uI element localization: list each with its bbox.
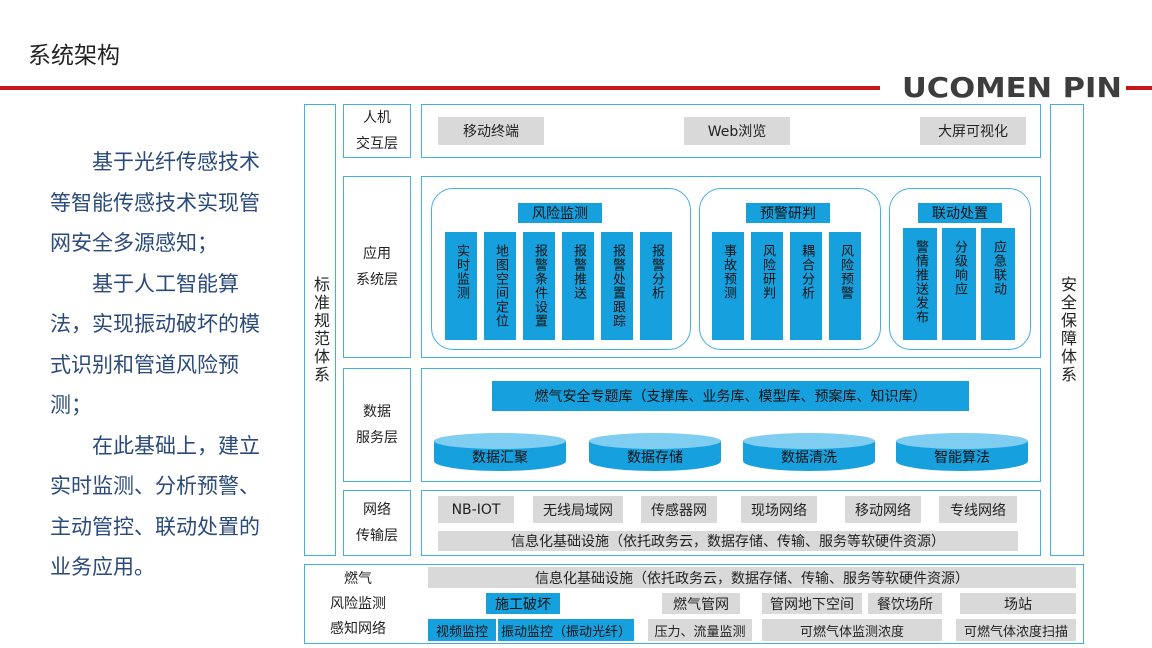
data-cylinder-top	[434, 433, 566, 449]
hci-item: 移动终端	[438, 117, 544, 145]
data-cylinder: 数据汇聚	[434, 433, 566, 471]
data-cylinder-label: 数据清洗	[781, 450, 837, 466]
early-warning-item-text: 耦合分析	[799, 244, 814, 300]
risk-monitoring-item: 报警推送	[562, 232, 594, 340]
page-title: 系统架构	[28, 43, 120, 69]
data-cylinder-label: 数据汇聚	[472, 450, 528, 466]
data-cylinder-label: 数据存储	[627, 450, 683, 466]
linkage-disposal-item: 分级响应	[942, 228, 976, 340]
linkage-disposal-item: 警情推送发布	[903, 228, 937, 340]
data-cylinder: 数据清洗	[743, 433, 875, 471]
app-layer-label-line: 应用	[363, 246, 391, 262]
underground-space-chip: 管网地下空间	[762, 593, 862, 614]
sensing-network-label: 燃气 风险监测 感知网络	[312, 566, 404, 642]
data-layer-label-line: 服务层	[356, 430, 398, 446]
station-chip: 场站	[960, 593, 1076, 614]
intro-paragraph: 基于人工智能算法，实现振动破坏的模式识别和管道风险预测；	[50, 271, 260, 418]
brand-logo-text: UCOMEN PIN	[902, 71, 1122, 104]
security-system-label: 安全保障体系	[1058, 276, 1077, 384]
early-warning-item-text: 风险预警	[838, 244, 853, 300]
early-warning-title: 预警研判	[746, 203, 830, 223]
header-divider-right	[1126, 86, 1152, 90]
linkage-disposal-title: 联动处置	[918, 203, 1002, 223]
intro-text: 基于光纤传感技术等智能传感技术实现管网安全多源感知； 基于人工智能算法，实现振动…	[50, 142, 280, 588]
early-warning-item: 风险预警	[829, 232, 861, 340]
early-warning-item: 风险研判	[751, 232, 783, 340]
sensing-network-label-line: 燃气	[344, 570, 372, 587]
data-cylinder-top	[589, 433, 721, 449]
linkage-disposal-item: 应急联动	[981, 228, 1015, 340]
intro-paragraph: 在此基础上，建立实时监测、分析预警、主动管控、联动处置的业务应用。	[50, 433, 260, 580]
risk-monitoring-item: 实时监测	[445, 232, 477, 340]
hci-layer-label: 人机交互层	[343, 104, 411, 158]
intro-paragraph: 基于光纤传感技术等智能传感技术实现管网安全多源感知；	[50, 150, 260, 255]
data-cylinder-top	[896, 433, 1028, 449]
gas-pipeline-chip: 燃气管网	[662, 593, 740, 614]
network-layer-label-line: 传输层	[356, 528, 398, 544]
network-layer-label-line: 网络	[363, 502, 391, 518]
standards-system-column: 标准规范体系	[304, 104, 336, 556]
network-item: 移动网络	[845, 496, 921, 523]
video-monitoring-chip: 视频监控	[428, 619, 496, 641]
hci-item: Web浏览	[684, 117, 790, 145]
early-warning-item-text: 风险研判	[760, 244, 775, 300]
early-warning-item: 耦合分析	[790, 232, 822, 340]
restaurant-chip: 餐饮场所	[868, 593, 942, 614]
app-layer-label-line: 系统层	[356, 272, 398, 288]
risk-monitoring-item-text: 实时监测	[454, 244, 469, 300]
risk-monitoring-item-text: 地图空间定位	[493, 244, 508, 328]
construction-damage-chip: 施工破坏	[486, 593, 560, 614]
data-cylinder-top	[743, 433, 875, 449]
data-layer-label: 数据服务层	[343, 368, 411, 482]
risk-monitoring-item-text: 报警处置跟踪	[610, 244, 625, 328]
risk-monitoring-item: 报警条件设置	[523, 232, 555, 340]
risk-monitoring-item: 报警处置跟踪	[601, 232, 633, 340]
standards-system-label: 标准规范体系	[311, 276, 330, 384]
data-layer-label-line: 数据	[363, 404, 391, 420]
hci-item: 大屏可视化	[920, 117, 1026, 145]
header-divider	[0, 86, 880, 90]
network-infrastructure-bar: 信息化基础设施（依托政务云，数据存储、传输、服务等软硬件资源）	[438, 531, 1018, 551]
network-item: 无线局域网	[533, 496, 623, 523]
brand-logo: UCOMEN PIN	[902, 71, 1122, 104]
risk-monitoring-item-text: 报警条件设置	[532, 244, 547, 328]
risk-monitoring-item: 地图空间定位	[484, 232, 516, 340]
linkage-disposal-item-text: 分级响应	[952, 240, 967, 296]
risk-monitoring-item: 报警分析	[640, 232, 672, 340]
data-cylinder-label: 智能算法	[934, 450, 990, 466]
sensing-infrastructure-bar: 信息化基础设施（依托政务云，数据存储、传输、服务等软硬件资源）	[428, 567, 1076, 588]
app-layer-label: 应用系统层	[343, 176, 411, 358]
pressure-flow-chip: 压力、流量监测	[648, 619, 752, 641]
network-layer-label: 网络传输层	[343, 490, 411, 556]
data-cylinder: 数据存储	[589, 433, 721, 471]
vibration-monitoring-chip: 振动监控（振动光纤）	[498, 619, 634, 641]
early-warning-item: 事故预测	[712, 232, 744, 340]
gas-concentration-chip: 可燃气体监测浓度	[762, 619, 942, 641]
sensing-network-label-line: 风险监测	[330, 595, 386, 612]
risk-monitoring-title: 风险监测	[518, 203, 602, 223]
network-item: 传感器网	[641, 496, 717, 523]
data-cylinder: 智能算法	[896, 433, 1028, 471]
early-warning-item-text: 事故预测	[721, 244, 736, 300]
network-item: NB-IOT	[438, 496, 514, 523]
security-system-column: 安全保障体系	[1050, 104, 1084, 556]
linkage-disposal-item-text: 应急联动	[991, 240, 1006, 296]
linkage-disposal-item-text: 警情推送发布	[913, 240, 928, 324]
hci-layer-label-line: 人机	[363, 110, 391, 126]
risk-monitoring-item-text: 报警推送	[571, 244, 586, 300]
network-item: 专线网络	[939, 496, 1017, 523]
risk-monitoring-item-text: 报警分析	[649, 244, 664, 300]
hci-layer-label-line: 交互层	[356, 136, 398, 152]
network-item: 现场网络	[741, 496, 817, 523]
gas-safety-database-bar: 燃气安全专题库（支撑库、业务库、模型库、预案库、知识库）	[492, 381, 969, 411]
sensing-network-label-line: 感知网络	[330, 620, 386, 637]
gas-scan-chip: 可燃气体浓度扫描	[956, 619, 1076, 641]
